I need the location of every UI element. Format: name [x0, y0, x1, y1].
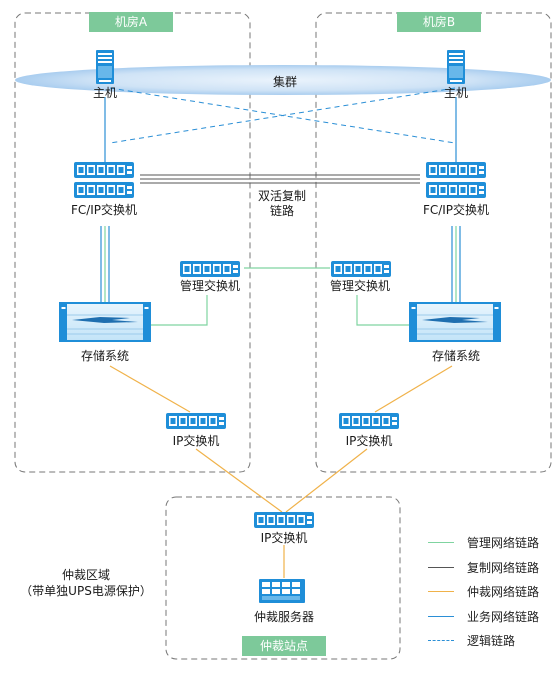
- ip-switch-a-label: IP交换机: [172, 434, 220, 448]
- room-b-tag: 机房B: [397, 12, 481, 32]
- legend-label: 管理网络链路: [467, 536, 540, 550]
- mgmt-switch-a-icon: [180, 261, 240, 277]
- ip-switch-arb-label: IP交换机: [260, 531, 308, 545]
- host-a-label: 主机: [92, 86, 118, 100]
- ip-switch-a-icon: [166, 413, 226, 429]
- cluster-label: 集群: [272, 75, 298, 89]
- legend-label: 逻辑链路: [467, 634, 516, 648]
- arb-server-icon: [259, 579, 305, 603]
- legend-label: 业务网络链路: [467, 610, 540, 624]
- legend-swatch: [428, 542, 454, 543]
- room-a-tag: 机房A: [89, 12, 173, 32]
- arbitration-link: [285, 448, 368, 513]
- legend-swatch: [428, 640, 454, 641]
- mgmt-switch-b-label: 管理交换机: [329, 279, 391, 293]
- replication-label-line1: 双活复制: [257, 189, 307, 203]
- mgmt-switch-b-icon: [331, 261, 391, 277]
- replication-label-line2: 链路: [269, 204, 295, 218]
- room-b-boundary: [315, 12, 552, 473]
- cluster-cloud: [15, 65, 551, 95]
- fc-switch-b-icon: [426, 182, 486, 198]
- management-link: [150, 295, 208, 326]
- legend-item-arbitration: 仲裁网络链路: [428, 584, 557, 600]
- arb-server-label: 仲裁服务器: [253, 610, 315, 624]
- replication-label: 双活复制 链路: [258, 189, 306, 219]
- legend-item-business: 业务网络链路: [428, 609, 557, 625]
- legend-label: 仲裁网络链路: [467, 585, 540, 599]
- legend-swatch: [428, 591, 454, 592]
- fc-switch-a-icon: [74, 162, 134, 178]
- storage-a-icon: [59, 302, 151, 342]
- arbitration-link: [374, 365, 453, 413]
- legend-swatch: [428, 567, 454, 568]
- fc-switch-a-label: FC/IP交换机: [70, 203, 138, 217]
- storage-b-icon: [409, 302, 501, 342]
- arbitration-zone-line2: （带单独UPS电源保护）: [20, 584, 152, 598]
- legend-item-management: 管理网络链路: [428, 535, 557, 551]
- arbitration-link: [195, 448, 283, 513]
- legend-item-replication: 复制网络链路: [428, 560, 557, 576]
- ip-switch-b-icon: [339, 413, 399, 429]
- legend-item-logical: 逻辑链路: [428, 633, 557, 649]
- management-link: [356, 295, 410, 326]
- host-b-label: 主机: [443, 86, 469, 100]
- arbitration-link: [109, 365, 191, 413]
- ip-switch-arb-icon: [254, 512, 314, 528]
- fc-switch-b-label: FC/IP交换机: [422, 203, 490, 217]
- ip-switch-b-label: IP交换机: [345, 434, 393, 448]
- fc-switch-b-icon: [426, 162, 486, 178]
- room-a-boundary: [14, 12, 251, 473]
- logical-link: [109, 87, 456, 144]
- storage-b-label: 存储系统: [431, 349, 481, 363]
- fc-switch-a-icon: [74, 182, 134, 198]
- arbitration-zone-label: 仲裁区域 （带单独UPS电源保护）: [20, 567, 152, 599]
- host-b-icon: [447, 50, 465, 84]
- mgmt-switch-a-label: 管理交换机: [179, 279, 241, 293]
- host-a-icon: [96, 50, 114, 84]
- storage-a-label: 存储系统: [80, 349, 130, 363]
- arbitration-zone-line1: 仲裁区域: [61, 568, 111, 582]
- arbitration-site-tag: 仲裁站点: [242, 636, 326, 656]
- arbitration-boundary: [165, 496, 401, 660]
- legend-swatch: [428, 616, 454, 617]
- legend-label: 复制网络链路: [467, 561, 540, 575]
